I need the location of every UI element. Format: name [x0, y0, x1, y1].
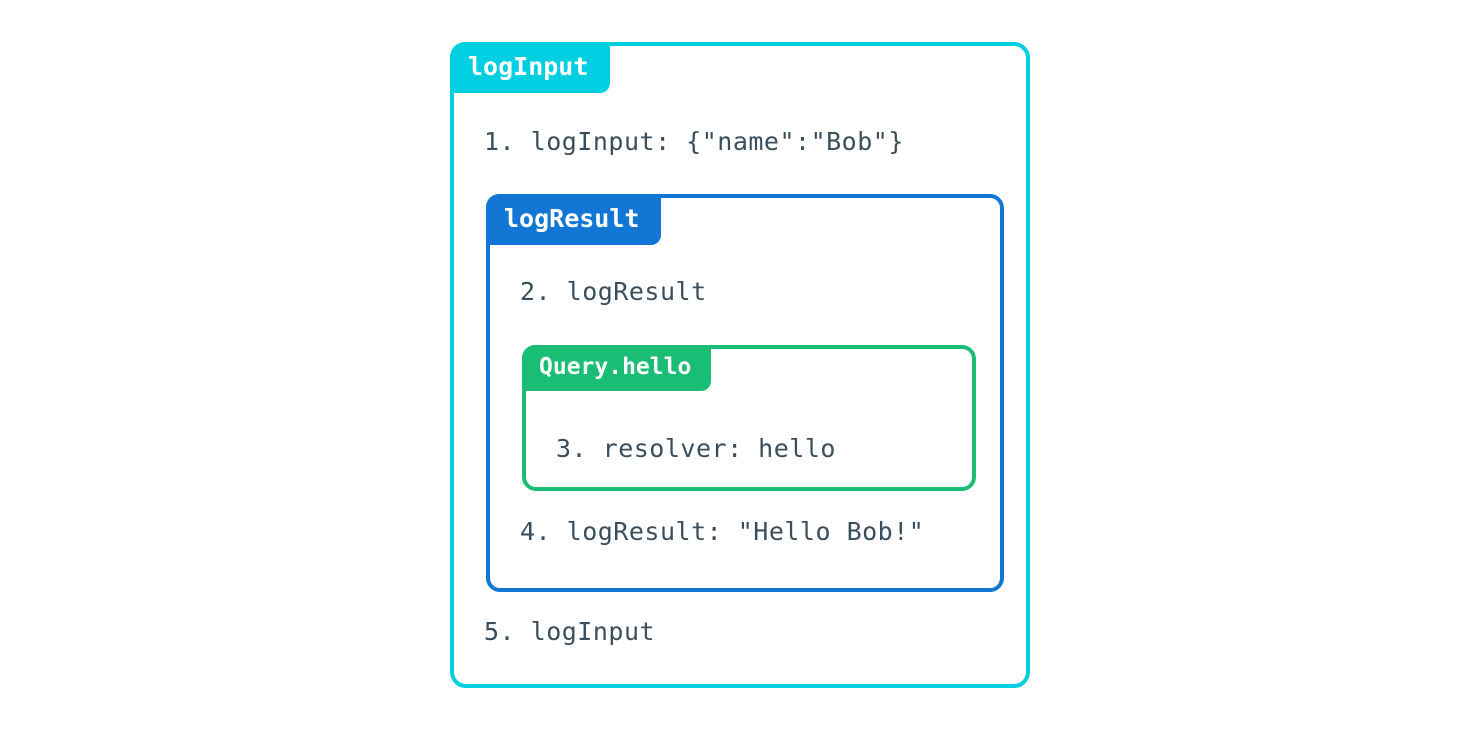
log-line-5: 5. logInput [484, 617, 656, 646]
log-line-1: 1. logInput: {"name":"Bob"} [484, 127, 904, 156]
trace-box-loginput: logInput 1. logInput: {"name":"Bob"} log… [450, 42, 1030, 688]
log-line-2: 2. logResult [520, 277, 707, 306]
log-line-3: 3. resolver: hello [556, 434, 836, 463]
log-line-4: 4. logResult: "Hello Bob!" [520, 517, 925, 546]
box-label-loginput: logInput [450, 42, 611, 93]
box-label-logresult: logResult [486, 194, 662, 245]
trace-box-query-hello: Query.hello 3. resolver: hello [522, 345, 976, 491]
box-label-query-hello: Query.hello [522, 345, 712, 391]
trace-box-logresult: logResult 2. logResult Query.hello 3. re… [486, 194, 1004, 592]
